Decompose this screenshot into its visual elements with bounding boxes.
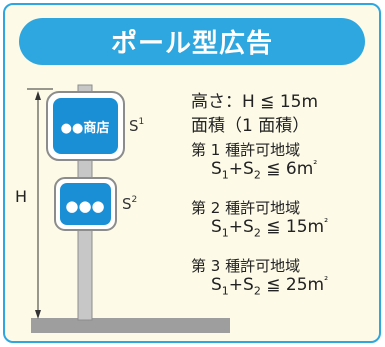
sign-top-text: ●●商店 (61, 120, 110, 136)
zone-2-name: 第 2 種許可地域 (191, 199, 301, 217)
area-heading: 面積（1 面積） (191, 116, 310, 136)
s1-label: S1 (129, 117, 144, 135)
zone-1-name: 第 1 種許可地域 (191, 141, 301, 159)
height-label: H (15, 187, 27, 206)
ground-base (31, 318, 230, 333)
sign-top-panel (53, 98, 118, 154)
pole-sign-card: ポール型広告 H ●●商店 S1 ●●● S2 高さ：H ≦ 15m 面積（1 … (3, 3, 381, 343)
zone-3-name: 第 3 種許可地域 (191, 257, 301, 275)
zone-3-formula: S1+S2 ≦ 25m² (211, 275, 329, 298)
sign-bottom-text: ●●● (65, 197, 104, 215)
height-arrow-top (35, 91, 41, 100)
height-arrow-bottom (35, 310, 41, 319)
zone-1-formula: S1+S2 ≦ 6m² (211, 159, 318, 182)
zone-2-formula: S1+S2 ≦ 15m² (211, 217, 329, 240)
height-rule: 高さ：H ≦ 15m (191, 92, 319, 112)
s2-label: S2 (122, 195, 137, 213)
page-title: ポール型広告 (19, 18, 365, 65)
pole-sign-illustration: H ●●商店 S1 ●●● S2 (15, 84, 230, 333)
sign-bottom-panel (60, 183, 111, 225)
